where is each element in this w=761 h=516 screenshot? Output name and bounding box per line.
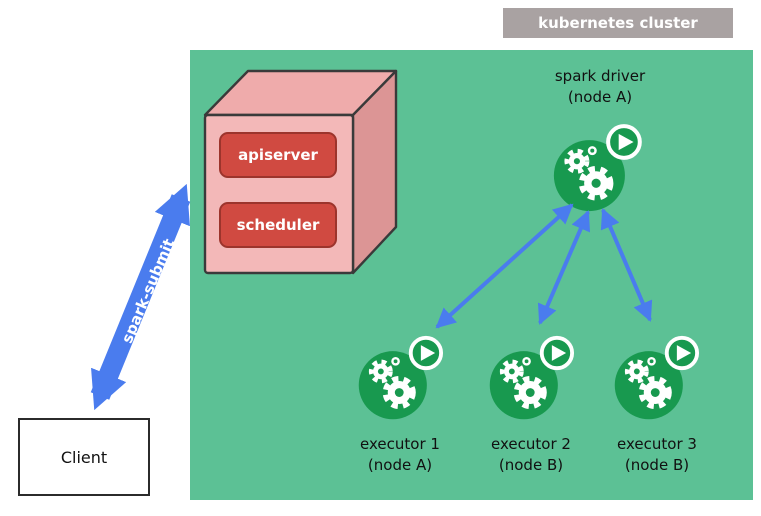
executor-3-icon: [612, 330, 704, 422]
kubernetes-cluster-label: kubernetes cluster: [503, 8, 733, 38]
client-box: Client: [18, 418, 150, 496]
executor-1-label: executor 1 (node A): [330, 434, 470, 476]
executor-2-label: executor 2 (node B): [461, 434, 601, 476]
apiserver-box: apiserver: [219, 132, 337, 178]
executor-1-icon: [356, 330, 448, 422]
executor-2-icon: [487, 330, 579, 422]
executor-3-name: executor 3: [617, 435, 697, 453]
executor-1-name: executor 1: [360, 435, 440, 453]
executor-2-name: executor 2: [491, 435, 571, 453]
spark-driver-icon: [551, 118, 647, 214]
scheduler-box: scheduler: [219, 202, 337, 248]
spark-driver-label: spark driver (node A): [515, 66, 685, 108]
spark-driver-node: (node A): [567, 88, 633, 106]
spark-submit-label: spark-submit: [117, 236, 179, 346]
executor-1-node: (node A): [367, 456, 433, 474]
client-label: Client: [60, 447, 108, 467]
executor-3-label: executor 3 (node B): [587, 434, 727, 476]
executor-2-node: (node B): [498, 456, 564, 474]
spark-driver-name: spark driver: [554, 67, 646, 85]
executor-3-node: (node B): [624, 456, 690, 474]
